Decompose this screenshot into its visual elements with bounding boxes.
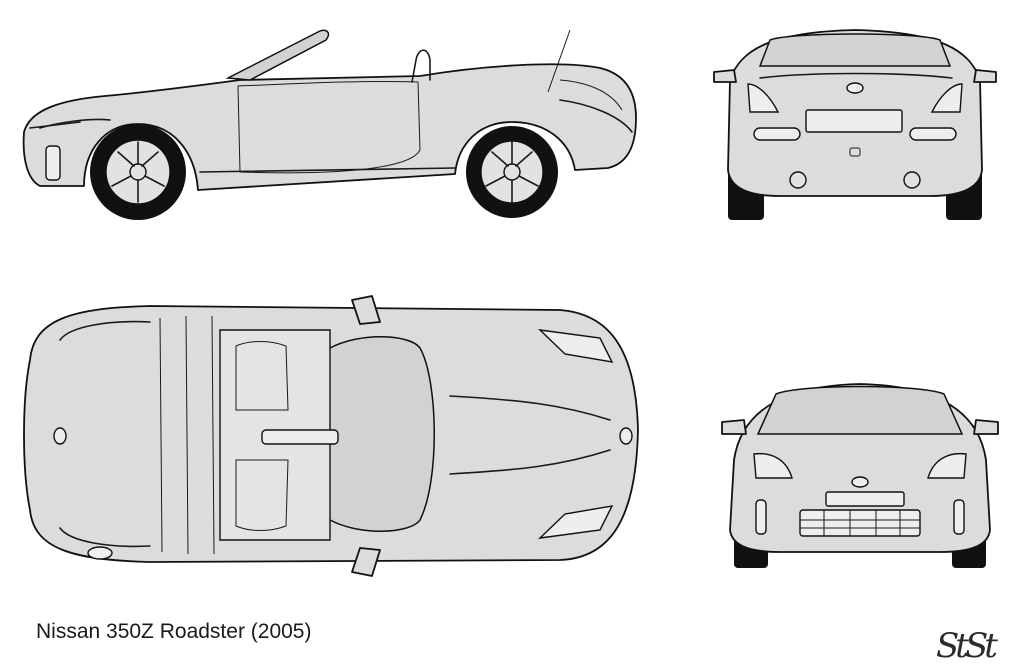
front-view	[721, 383, 999, 568]
caption: Nissan 350Z Roadster (2005)	[36, 620, 312, 643]
side-body	[22, 29, 637, 191]
side-front-wheel	[90, 124, 186, 220]
rear-view	[713, 29, 997, 220]
top-body	[23, 295, 639, 577]
side-rear-wheel	[466, 126, 558, 218]
rear-body	[713, 29, 997, 220]
signature: StSt	[936, 626, 998, 666]
side-view	[22, 29, 637, 220]
front-body	[721, 383, 999, 568]
top-view	[23, 295, 639, 577]
